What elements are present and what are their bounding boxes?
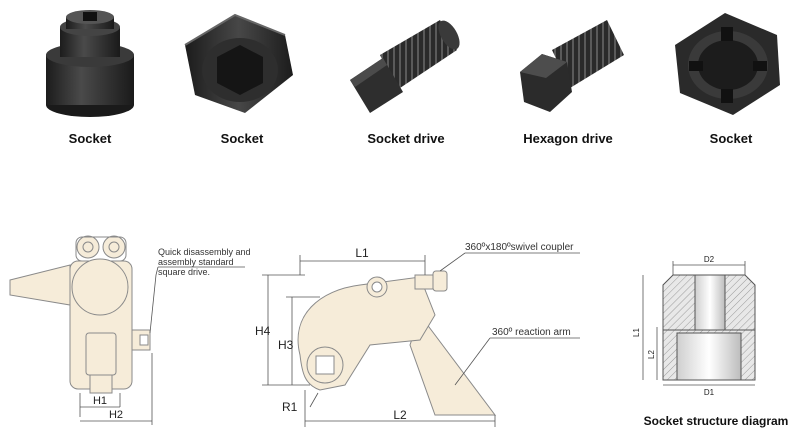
front-view-drawing: H1 H2 [9, 235, 245, 425]
dim-d1: D1 [704, 388, 715, 395]
product-caption: Hexagon drive [523, 131, 613, 146]
product-caption: Socket [68, 131, 112, 146]
swivel-coupler-callout: 360ºx180ºswivel coupler [465, 242, 574, 253]
slotted-socket-icon [675, 13, 780, 115]
dim-r1: R1 [282, 400, 298, 414]
product-caption: Socket [709, 131, 753, 146]
dim-l2-socket: L2 [647, 350, 656, 359]
dim-h2: H2 [109, 409, 123, 421]
product-caption: Socket drive [367, 131, 445, 146]
dim-h3: H3 [278, 338, 294, 352]
dim-d2: D2 [704, 255, 715, 264]
square-drive-note: Quick disassembly and assembly standard … [158, 247, 251, 277]
product-caption: Socket [220, 131, 264, 146]
dim-l1: L1 [355, 246, 369, 260]
splined-hexagon-drive-icon [520, 20, 624, 112]
dim-h4: H4 [255, 324, 271, 338]
dim-l1-socket: L1 [632, 328, 641, 337]
dim-h1: H1 [93, 395, 107, 407]
socket-section-diagram: D2 D1 L1 L2 [632, 255, 756, 395]
reaction-arm-callout: 360º reaction arm [492, 327, 571, 338]
side-view-drawing: L1 L2 H4 H3 R1 360ºx180ºswivel coupler 3… [255, 242, 580, 427]
dim-l2: L2 [393, 408, 407, 422]
socket-diagram-caption: Socket structure diagram [643, 414, 789, 428]
splined-socket-drive-icon [350, 20, 460, 113]
socket-hex-icon [184, 13, 293, 113]
socket-square-drive-icon [46, 10, 134, 117]
